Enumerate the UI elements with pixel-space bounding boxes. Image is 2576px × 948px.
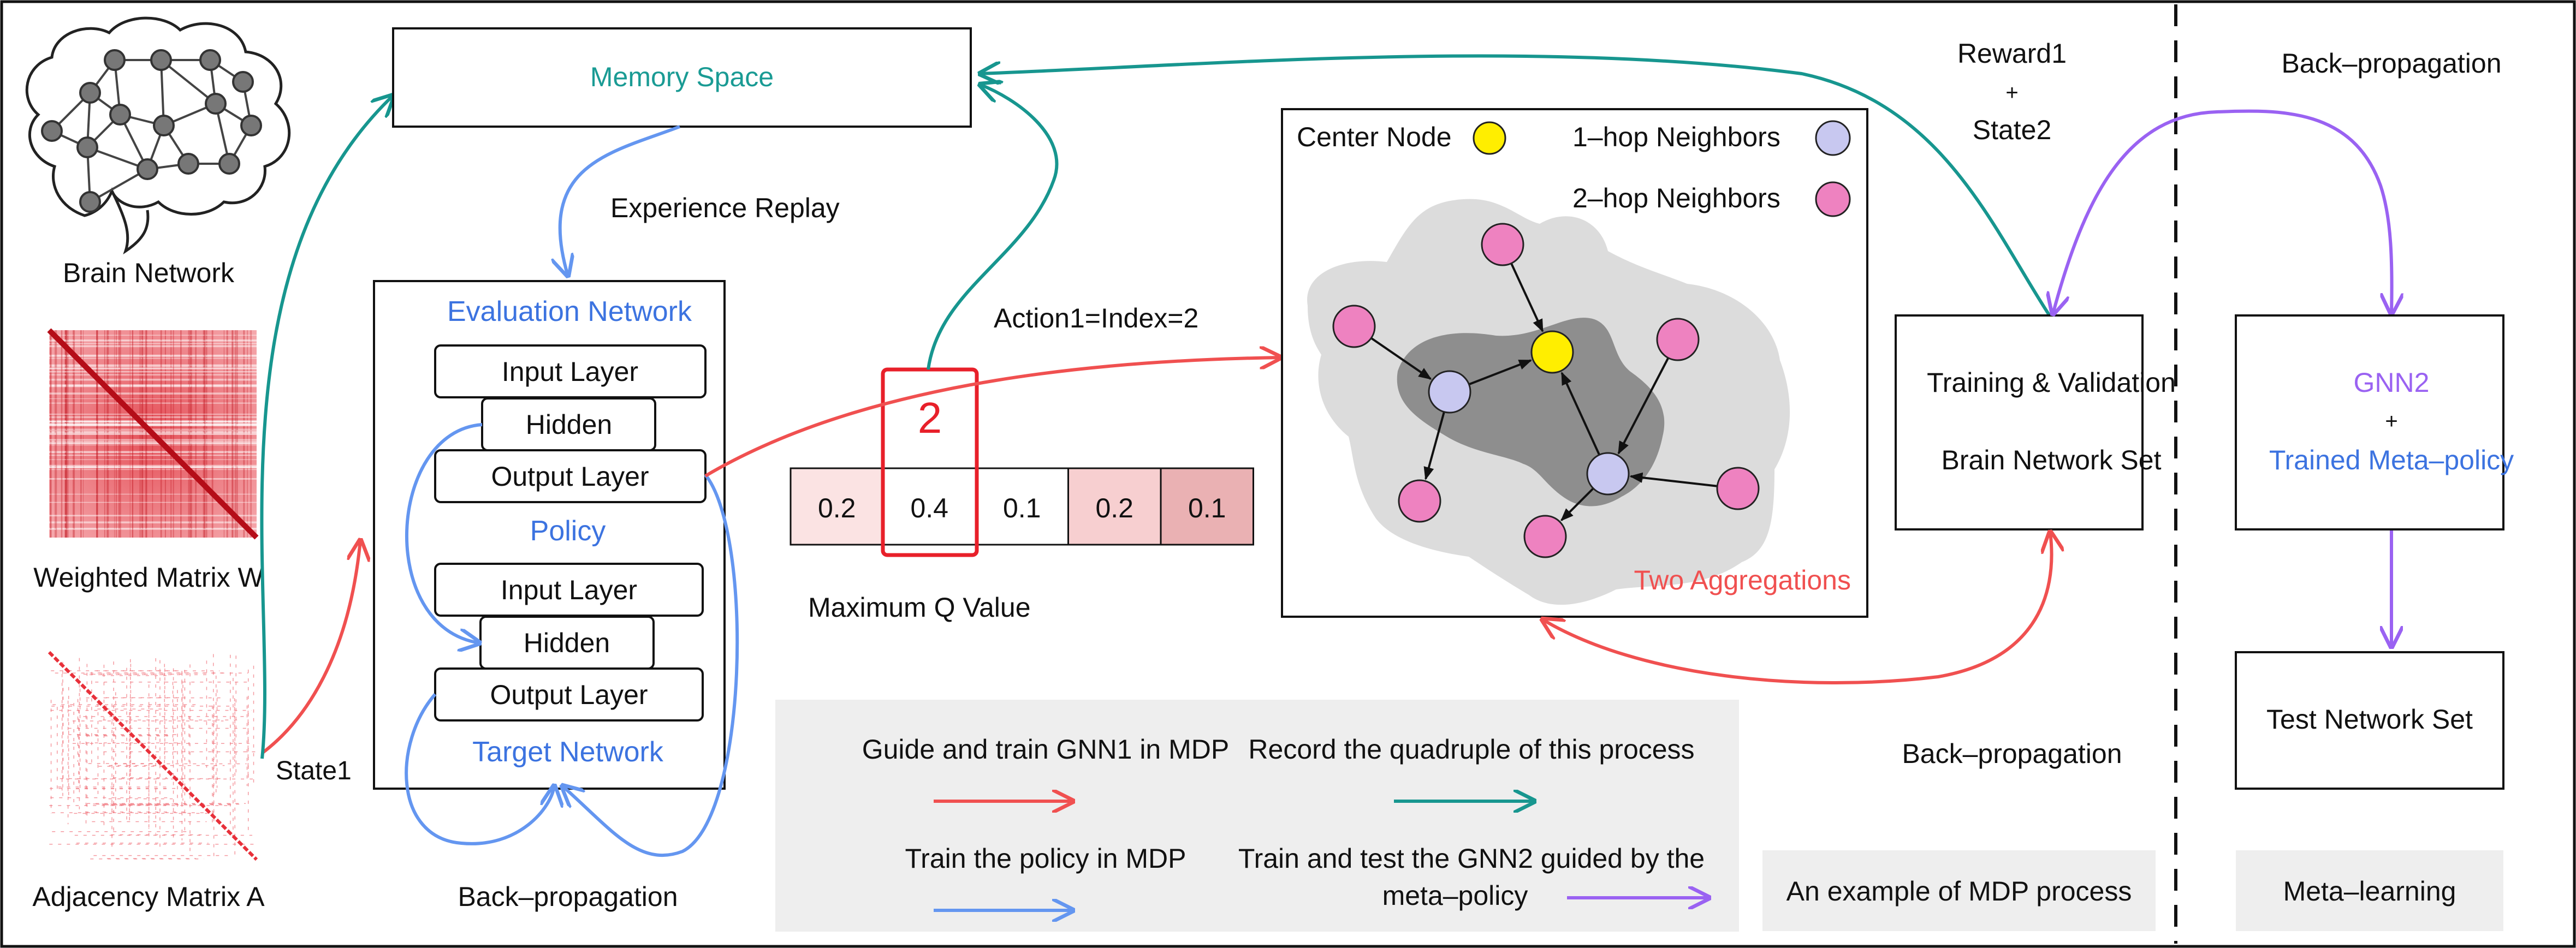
- selected-action-index: 2: [918, 393, 942, 442]
- state1-label: State1: [276, 756, 352, 785]
- one-hop-node: [1586, 452, 1630, 496]
- experience-replay-label: Experience Replay: [610, 193, 840, 223]
- meta-backprop-arrow: [2053, 109, 2392, 314]
- target-output-layer-label: Output Layer: [490, 679, 648, 710]
- gnn2-box: [2235, 314, 2504, 530]
- one-hop-node: [1428, 370, 1471, 414]
- target-input-layer-label: Input Layer: [501, 575, 637, 605]
- target-hidden-layer-label: Hidden: [524, 628, 610, 658]
- graph-edge: [1629, 472, 1718, 487]
- q-value-cell: [1067, 467, 1162, 546]
- q-value-text: 0.2: [1095, 493, 1133, 523]
- gnn2-plus: +: [2385, 409, 2397, 433]
- eval-output-layer-label: Output Layer: [491, 461, 649, 492]
- q-value-cell: [1160, 467, 1254, 546]
- test-set-label: Test Network Set: [2266, 704, 2473, 735]
- target-network-label: Target Network: [472, 736, 664, 768]
- eval-hidden-layer-label: Hidden: [526, 409, 612, 440]
- state1-to-dqn-arrow: [261, 540, 360, 755]
- meta-backprop-label: Back–propagation: [2281, 48, 2501, 79]
- hidden-to-hidden-arrow: [405, 423, 482, 643]
- one-hop-label: 1–hop Neighbors: [1572, 122, 1780, 152]
- graph-edge: [1423, 412, 1445, 480]
- evaluation-network-label: Evaluation Network: [447, 296, 692, 327]
- experience-replay-arrow: [560, 125, 681, 276]
- training-set-line1: Training & Validation: [1927, 367, 2176, 398]
- policy-label: Policy: [530, 515, 606, 547]
- weighted-matrix-image: [47, 328, 259, 540]
- q-value-text: 0.4: [910, 493, 948, 523]
- graph-training-backprop-arrow: [1542, 532, 2052, 685]
- two-hop-legend-icon: [1815, 181, 1851, 217]
- target-backprop-arrow: [405, 693, 554, 845]
- adjacency-matrix-image: [48, 651, 258, 861]
- legend-item-teal-label: Record the quadruple of this process: [1248, 734, 1694, 765]
- legend-item-purple-line1: Train and test the GNN2 guided by the: [1238, 843, 1705, 874]
- q-value-bar: 0.2 0.4 0.1 0.2 0.1: [790, 467, 1254, 546]
- two-hop-node: [1481, 223, 1524, 266]
- adjacency-matrix-label: Adjacency Matrix A: [32, 881, 265, 912]
- legend-item-purple-line2: meta–policy: [1382, 880, 1528, 911]
- two-hop-node: [1716, 467, 1760, 510]
- graph-edge: [1617, 357, 1670, 455]
- output-backprop-arrow: [562, 474, 739, 857]
- mdp-example-label: An example of MDP process: [1786, 876, 2132, 907]
- memory-space-title: Memory Space: [590, 62, 774, 92]
- mdp-example-tag: [1762, 850, 2156, 931]
- action-label: Action1=Index=2: [994, 303, 1198, 333]
- max-q-value-label: Maximum Q Value: [808, 592, 1031, 623]
- reward-line1: Reward1: [1957, 38, 2067, 69]
- q-value-cell: [975, 467, 1069, 546]
- q-value-text: 0.1: [1188, 493, 1226, 523]
- center-node-legend-icon: [1473, 121, 1506, 155]
- trained-meta-policy-label: Trained Meta–policy: [2269, 445, 2514, 475]
- reward-line2: State2: [1973, 115, 2052, 145]
- state1-to-memory-arrow: [260, 96, 393, 759]
- legend-item-red-label: Guide and train GNN1 in MDP: [862, 734, 1230, 765]
- q-value-text: 0.1: [1003, 493, 1041, 523]
- graph-edge: [1468, 359, 1533, 386]
- mid-backprop-label: Back–propagation: [1902, 738, 2122, 769]
- meta-learning-tag: [2236, 850, 2503, 931]
- two-hop-node: [1523, 515, 1567, 558]
- graph-edge: [1510, 263, 1544, 333]
- q-value-text: 0.2: [818, 493, 856, 523]
- test-set-box: [2235, 651, 2504, 790]
- brain-network-label: Brain Network: [63, 258, 235, 288]
- memory-space-box: [392, 27, 972, 128]
- reward-plus: +: [2005, 81, 2018, 105]
- two-aggregations-label: Two Aggregations: [1634, 565, 1851, 595]
- graph-edge: [1560, 372, 1601, 456]
- meta-learning-label: Meta–learning: [2283, 876, 2456, 907]
- training-set-box: [1895, 314, 2144, 530]
- dqn-backprop-label: Back–propagation: [458, 881, 678, 912]
- graph-edge: [1370, 337, 1432, 380]
- two-hop-node: [1398, 479, 1441, 523]
- legend-item-blue-label: Train the policy in MDP: [905, 843, 1186, 874]
- q-value-cell: [790, 467, 884, 546]
- action-to-memory-arrow: [927, 85, 1059, 370]
- center-node: [1530, 330, 1574, 374]
- gnn2-label: GNN2: [2354, 367, 2430, 398]
- eval-input-layer-label: Input Layer: [502, 356, 638, 387]
- action-to-graph-arrow: [704, 357, 1280, 478]
- weighted-matrix-label: Weighted Matrix W: [33, 562, 264, 593]
- legend-panel: [775, 700, 1739, 932]
- reward-to-memory-arrow: [980, 54, 2052, 318]
- graph-edge: [1560, 487, 1594, 521]
- brain-network-icon: [25, 16, 291, 255]
- one-hop-legend-icon: [1815, 120, 1851, 156]
- center-node-label: Center Node: [1297, 122, 1452, 152]
- two-hop-node: [1656, 318, 1700, 361]
- training-set-line2: Brain Network Set: [1942, 445, 2162, 475]
- two-hop-label: 2–hop Neighbors: [1572, 183, 1780, 213]
- two-hop-node: [1332, 305, 1376, 348]
